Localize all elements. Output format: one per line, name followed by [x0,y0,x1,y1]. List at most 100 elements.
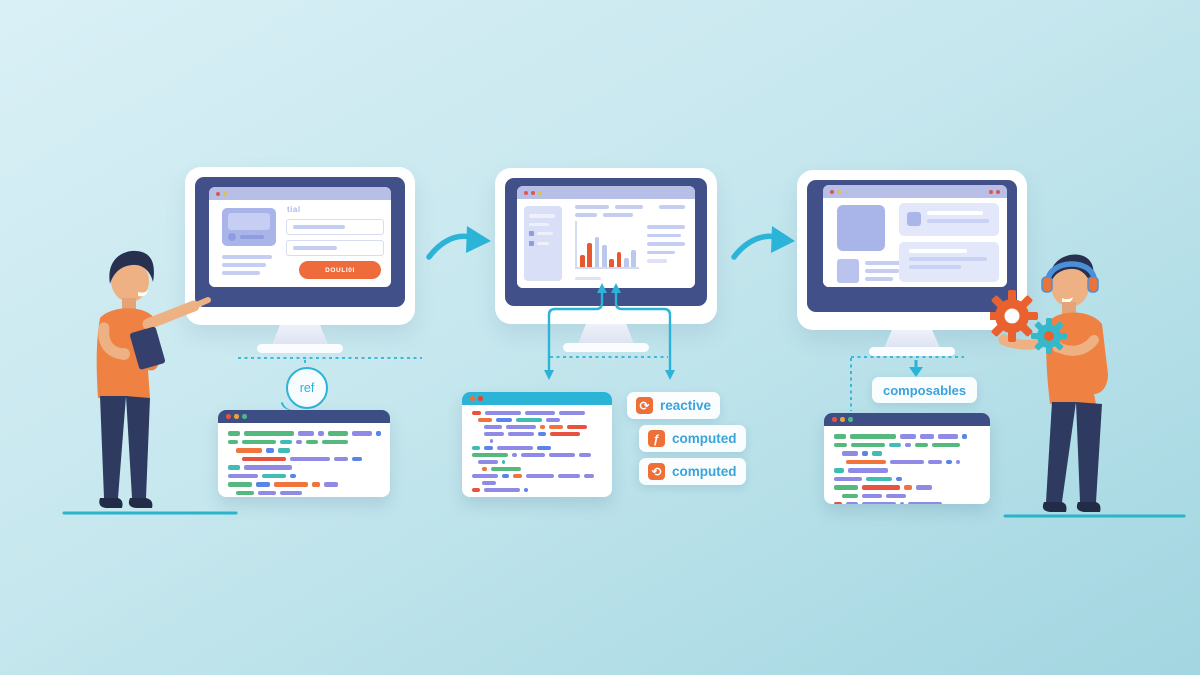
right-person-smile [1062,297,1073,303]
monitor-stand [578,324,634,344]
reactive-tag: ⟳ reactive [627,392,721,419]
caption-line [240,235,264,239]
left-person-hair [109,250,154,284]
footer-line [575,277,601,280]
left-person-smile [138,290,148,297]
browser-titlebar [209,187,391,200]
right-person-neck [1062,302,1076,315]
chart-bar [580,255,585,267]
browser-window [823,185,1007,287]
reactive-label: reactive [660,398,712,413]
header-lines [575,205,685,209]
developer-left-illustration [96,250,211,508]
teal-gear-icon [1031,318,1067,354]
orange-gear-icon [990,290,1038,342]
left-person-neck [122,298,136,310]
left-person-hand [118,348,130,360]
composables-label: composables [883,382,967,398]
monitor-screen [505,178,707,306]
headphones-band [1045,261,1097,283]
right-person-shoe [1076,502,1101,512]
header-lines [575,213,633,217]
content-card [899,203,999,236]
right-person-open-hand [998,334,1010,346]
browser-titlebar [823,185,1007,198]
composables-tag: composables [872,377,978,403]
image-inner [228,213,270,230]
monitor-screen [807,180,1017,312]
left-person-pointing-finger [191,297,211,309]
code-window-titlebar [218,410,390,423]
right-person-shoe [1042,502,1067,512]
right-person-leg [1076,402,1102,502]
flow-arrow-right-icon [426,226,491,260]
monitor-stand [272,325,328,345]
arrow-down-icon [544,370,554,380]
chart-bar [631,250,636,267]
chart-bar [609,259,615,267]
window-dots [216,191,227,196]
chart-bar [616,252,622,267]
computed-label: computed [672,431,737,446]
text-lines [222,255,272,279]
form-page: tial DOULI0I [209,200,391,287]
ref-label: ref [299,381,315,395]
monitor-screen: tial DOULI0I [195,177,405,307]
computed-tag: ⟲ computed [639,458,746,485]
right-person-hair [1049,254,1094,288]
code-window-ref [218,410,390,497]
tablet [130,326,166,370]
dashboard-page [517,199,695,288]
dashboard-text-lines [647,225,685,268]
developer-right-illustration [990,254,1108,512]
dashboard-sidebar [524,206,562,281]
browser-titlebar [517,186,695,199]
right-person-leg [1046,402,1076,502]
window-dots [830,189,841,194]
content-hero-block [837,205,885,251]
headphones-earcup [1041,276,1053,293]
window-dots [989,189,1000,194]
code-window-titlebar [824,413,990,426]
code-lines [462,405,612,497]
monitor-frame [797,170,1027,330]
refresh-icon: ⟲ [648,463,665,480]
form-image-placeholder [222,208,276,246]
sync-icon: ⟳ [636,397,653,414]
headphones-earcup [1087,276,1099,293]
card-icon-placeholder [907,212,921,226]
chart-bar [587,243,593,267]
chart-bar [601,245,607,267]
code-lines [218,423,390,497]
arrow-down-icon [665,370,675,380]
left-person-leg [100,396,126,498]
left-person-leg [126,396,150,498]
code-window-titlebar [462,392,612,405]
thumbnail-lines [865,261,905,285]
form-input-field [286,240,384,256]
chart-bar [594,237,600,267]
monitor-frame [495,168,717,324]
left-person-shoe [128,498,153,508]
browser-window: tial DOULI0I [209,187,391,287]
left-person-shoe [99,498,123,508]
right-person-head [1051,265,1089,307]
code-lines [824,426,990,504]
monitor-content [797,170,1027,360]
content-thumbnail [837,259,859,283]
form-input-field [286,219,384,235]
window-dots [524,190,542,195]
monitor-form: tial DOULI0I [185,167,415,359]
monitor-base [563,343,649,352]
function-icon: ƒ [648,430,665,447]
code-window-composables [824,413,990,504]
content-card [899,242,999,282]
computed-label: computed [672,464,737,479]
monitor-base [869,347,955,356]
chart-bar [623,258,629,267]
monitor-base [257,344,343,353]
computed-tag: ƒ computed [639,425,746,452]
code-window-dashboard [462,392,612,497]
form-submit-button: DOULI0I [299,261,381,279]
